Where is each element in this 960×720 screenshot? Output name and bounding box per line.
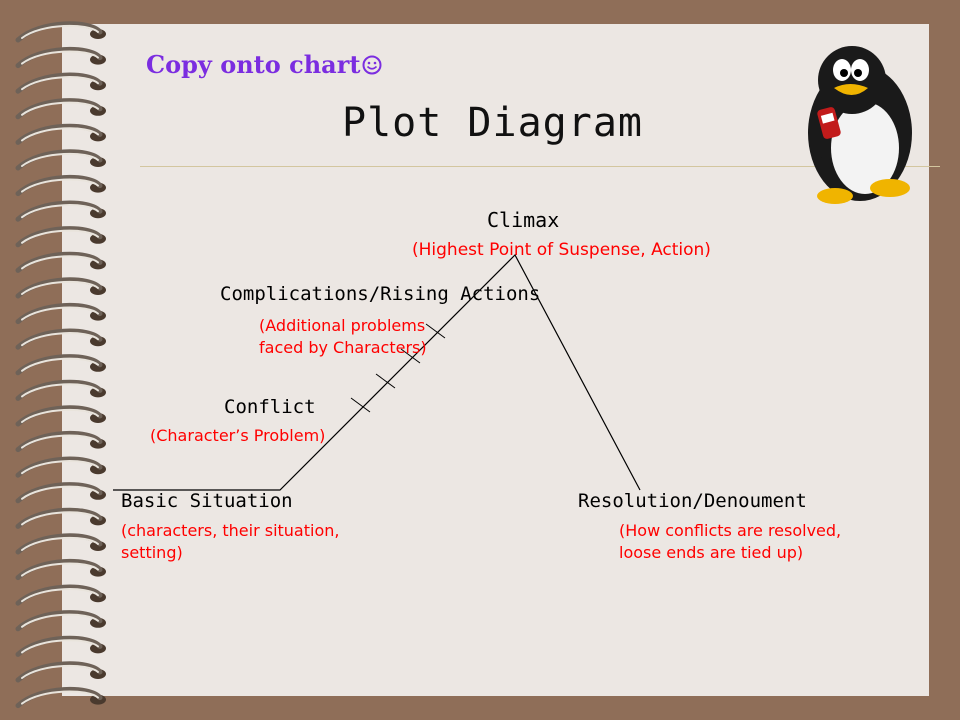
binding-ring-highlight [21,434,99,449]
binding-ring-highlight [21,178,99,193]
rising-action-heading: Complications/Rising Actions [220,283,541,305]
binding-ring-highlight [21,255,99,270]
binding-ring-highlight [21,229,99,244]
title-divider [140,166,940,167]
binding-ring-highlight [21,204,99,219]
binding-ring-highlight [21,485,99,500]
basic-situation-heading: Basic Situation [121,490,293,512]
binding-ring-highlight [21,357,99,372]
binding-ring-highlight [21,664,99,679]
rising-tick-4 [425,323,446,339]
binding-ring-highlight [21,639,99,654]
plot-line [113,254,641,491]
binding-ring-highlight [21,408,99,423]
notebook-page [62,24,929,696]
binding-ring-highlight [21,383,99,398]
binding-ring-highlight [21,511,99,526]
climax-note: (Highest Point of Suspense, Action) [412,240,711,260]
conflict-note: (Character’s Problem) [150,426,326,445]
binding-ring-highlight [21,152,99,167]
climax-heading: Climax [487,208,560,232]
conflict-heading: Conflict [224,396,316,418]
binding-ring-highlight [21,127,99,142]
binding-ring-highlight [21,460,99,475]
resolution-heading: Resolution/Denoument [578,490,807,512]
resolution-note: (How conflicts are resolved, loose ends … [619,521,842,562]
binding-ring-highlight [21,690,99,705]
binding-ring-highlight [21,24,99,39]
smiley-icon [362,55,382,75]
instruction-text: Copy onto chart [146,50,382,79]
binding-ring-highlight [21,76,99,91]
binding-ring-highlight [21,536,99,551]
spiral-binding [15,21,106,709]
page-title: Plot Diagram [342,100,643,146]
binding-ring-highlight [21,101,99,116]
binding-ring-highlight [21,613,99,628]
binding-ring-highlight [21,306,99,321]
rising-tick-3 [400,348,421,364]
binding-ring-highlight [21,562,99,577]
basic-situation-note: (characters, their situation, setting) [121,521,340,562]
rising-tick-1 [350,397,371,413]
rising-action-note: (Additional problems faced by Characters… [259,316,427,357]
binding-ring-highlight [21,588,99,603]
binding-ring-highlight [21,332,99,347]
rising-tick-2 [375,373,396,389]
binding-ring-highlight [21,280,99,295]
binding-ring-highlight [21,50,99,65]
instruction-label: Copy onto chart [146,50,361,79]
penguin-clipart [808,46,912,204]
